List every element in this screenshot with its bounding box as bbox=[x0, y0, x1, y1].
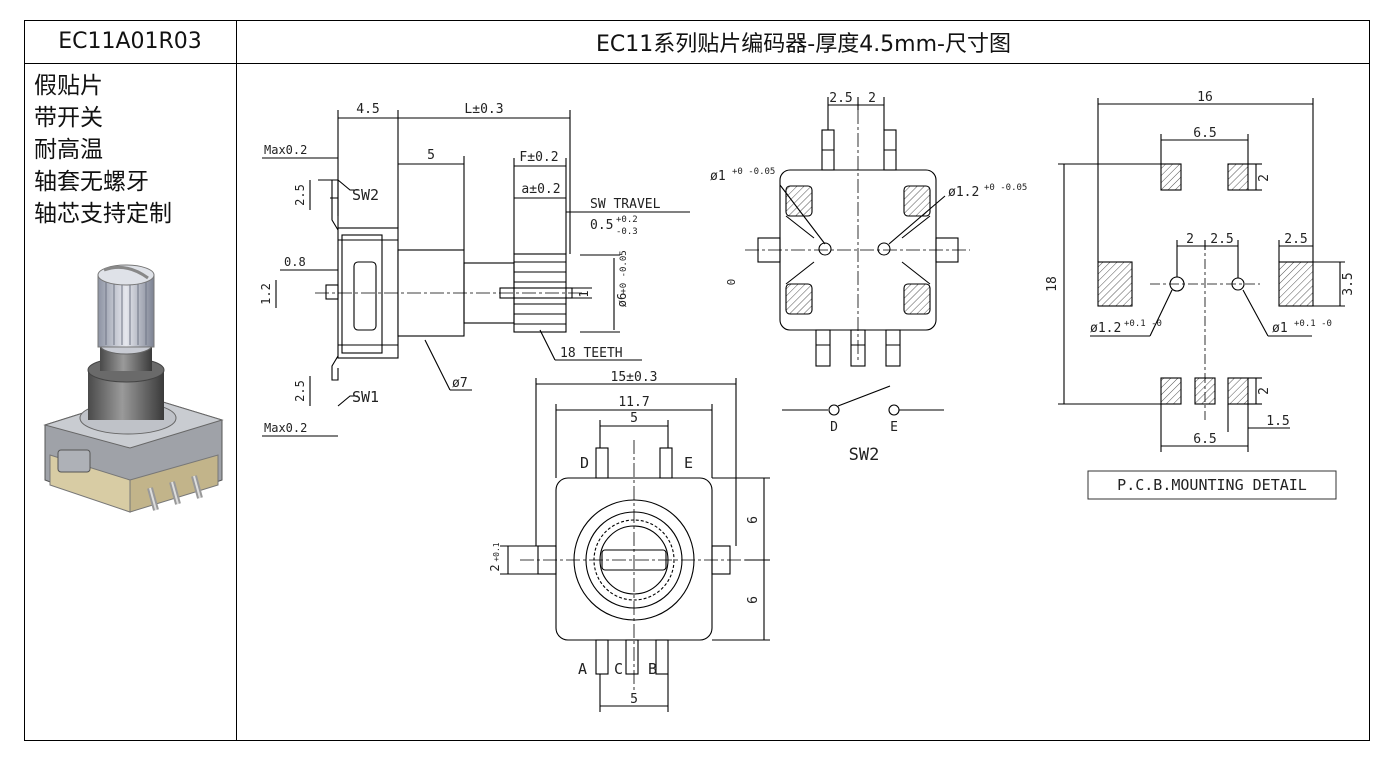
sw1-label: SW1 bbox=[352, 388, 379, 406]
pcb-dim-2-pad-bottom: 2 bbox=[1257, 387, 1272, 395]
feature-list: 假贴片 带开关 耐高温 轴套无螺牙 轴芯支持定制 bbox=[34, 70, 172, 230]
top-hole-right-tol: +0 -0.05 bbox=[984, 183, 1027, 193]
pcb-dim-18: 18 bbox=[1045, 276, 1060, 292]
drawing-title: EC11系列贴片编码器-厚度4.5mm-尺寸图 bbox=[596, 31, 1011, 57]
dim-f: F±0.2 bbox=[519, 150, 558, 165]
dim-4-5: 4.5 bbox=[356, 102, 379, 117]
pcb-dim-6-5-bottom: 6.5 bbox=[1193, 432, 1216, 447]
front-dim-6-lower: 6 bbox=[746, 596, 761, 604]
top-side-zero: 0 bbox=[725, 279, 738, 286]
dim-1-2: 1.2 bbox=[259, 283, 273, 305]
front-dim-2-tol: +0.1 bbox=[492, 542, 501, 561]
sw-travel-tol-up: +0.2 bbox=[616, 215, 638, 225]
pcb-hole-right: ø1 bbox=[1272, 321, 1288, 336]
front-dim-5-top: 5 bbox=[630, 411, 638, 426]
top-hole-right: ø1.2 bbox=[948, 185, 979, 200]
switch-pin-e: E bbox=[890, 420, 898, 435]
switch-pin-d: D bbox=[830, 420, 838, 435]
pcb-dim-2-5-right: 2.5 bbox=[1284, 232, 1307, 247]
sw-travel-tol-down: -0.3 bbox=[616, 227, 638, 237]
header-divider bbox=[24, 63, 1370, 65]
teeth-label: 18 TEETH bbox=[560, 346, 623, 361]
feature-item: 耐高温 bbox=[34, 137, 103, 163]
dim-l: L±0.3 bbox=[464, 102, 503, 117]
top-dim-2: 2 bbox=[868, 91, 876, 106]
pcb-dim-2-5-center: 2.5 bbox=[1210, 232, 1233, 247]
top-hole-left-tol: +0 -0.05 bbox=[732, 167, 775, 177]
max-top: Max0.2 bbox=[264, 143, 307, 157]
sw-travel-value: 0.5 bbox=[590, 218, 613, 233]
pcb-hole-left-tol: +0.1 -0 bbox=[1124, 319, 1162, 329]
pcb-dim-16: 16 bbox=[1197, 90, 1213, 105]
pcb-dim-2: 2 bbox=[1186, 232, 1194, 247]
feature-item: 轴套无螺牙 bbox=[34, 169, 149, 195]
front-pin-c: C bbox=[614, 660, 623, 678]
dim-5: 5 bbox=[427, 148, 435, 163]
sw-travel-label: SW TRAVEL bbox=[590, 197, 661, 212]
front-pin-b: B bbox=[648, 660, 657, 678]
front-dim-11-7: 11.7 bbox=[618, 395, 649, 410]
pcb-hole-left: ø1.2 bbox=[1090, 321, 1121, 336]
max-bottom: Max0.2 bbox=[264, 421, 307, 435]
front-pin-d: D bbox=[580, 454, 589, 472]
front-dim-2: 2 bbox=[488, 564, 502, 571]
front-view bbox=[500, 378, 770, 712]
front-pin-e: E bbox=[684, 454, 693, 472]
pcb-detail-label: P.C.B.MOUNTING DETAIL bbox=[1117, 476, 1307, 494]
sw2-label: SW2 bbox=[352, 186, 379, 204]
front-dim-5-bottom: 5 bbox=[630, 692, 638, 707]
front-pin-a: A bbox=[578, 660, 587, 678]
pcb-dim-2-pad-top: 2 bbox=[1257, 174, 1272, 182]
pcb-dim-1-5: 1.5 bbox=[1266, 414, 1289, 429]
dim-a: a±0.2 bbox=[521, 182, 560, 197]
feature-item: 假贴片 bbox=[34, 73, 103, 99]
drawing-frame bbox=[24, 20, 1370, 741]
switch-label: SW2 bbox=[849, 445, 880, 465]
dim-phi7: ø7 bbox=[452, 376, 468, 391]
top-dim-2-5: 2.5 bbox=[829, 91, 852, 106]
dim-phi6: ø6 bbox=[615, 293, 629, 307]
encoder-render bbox=[43, 264, 224, 513]
pcb-mounting-detail bbox=[1058, 98, 1345, 500]
dim-2-5-top: 2.5 bbox=[293, 184, 307, 206]
model-number: EC11A01R03 bbox=[58, 29, 202, 54]
dim-phi6-tol: +0 -0.05 bbox=[619, 250, 629, 293]
top-hole-left: ø1 bbox=[710, 169, 726, 184]
pcb-dim-3-5: 3.5 bbox=[1341, 272, 1356, 295]
top-view bbox=[745, 97, 970, 416]
column-divider bbox=[236, 20, 238, 741]
front-dim-6-upper: 6 bbox=[746, 516, 761, 524]
feature-item: 轴芯支持定制 bbox=[34, 201, 172, 227]
pcb-hole-right-tol: +0.1 -0 bbox=[1294, 319, 1332, 329]
dim-1: 1 bbox=[577, 290, 591, 297]
dim-2-5-bottom: 2.5 bbox=[293, 380, 307, 402]
pcb-dim-6-5-top: 6.5 bbox=[1193, 126, 1216, 141]
side-view bbox=[262, 110, 690, 437]
dim-0-8: 0.8 bbox=[284, 255, 306, 269]
front-dim-15: 15±0.3 bbox=[611, 370, 658, 385]
feature-item: 带开关 bbox=[34, 105, 103, 131]
